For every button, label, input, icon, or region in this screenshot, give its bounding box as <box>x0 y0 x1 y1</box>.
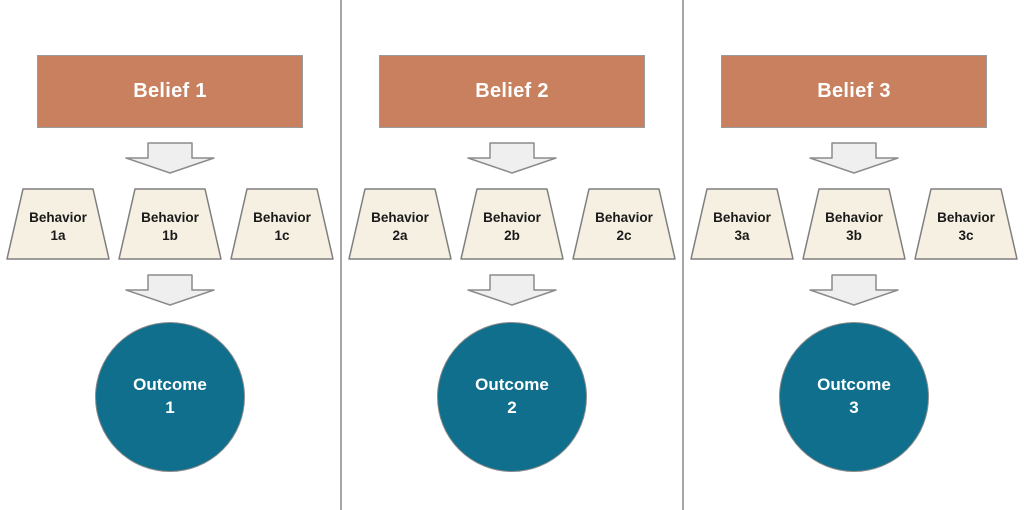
behavior-box-2b: Behavior 2b <box>460 187 564 261</box>
behavior-label: Behavior 3a <box>713 210 771 243</box>
belief-box-3: Belief 3 <box>721 55 987 128</box>
down-arrow-icon <box>125 142 215 174</box>
belief-column-1: Belief 1 Behavior 1a Behavior 1b <box>0 0 340 510</box>
trapezoid-shape <box>348 188 452 260</box>
trapezoid-shape <box>802 188 906 260</box>
outcome-number: 2 <box>507 398 517 417</box>
belief-column-3: Belief 3 Behavior 3a Behavior 3b <box>684 0 1024 510</box>
outcome-circle-1: Outcome 1 <box>95 322 245 472</box>
behavior-label: Behavior 3c <box>937 210 995 243</box>
outcome-number: 1 <box>165 398 175 417</box>
trapezoid-shape <box>6 188 110 260</box>
behavior-row: Behavior 3a Behavior 3b Behavior 3c <box>690 187 1018 261</box>
outcome-label: Outcome <box>817 375 891 395</box>
trapezoid-shape <box>460 188 564 260</box>
behavior-label: Behavior 2a <box>371 210 429 243</box>
trapezoid-shape <box>572 188 676 260</box>
trapezoid-shape <box>230 188 334 260</box>
behavior-row: Behavior 1a Behavior 1b Behavior 1c <box>6 187 334 261</box>
outcome-label: Outcome <box>475 375 549 395</box>
behavior-box-2a: Behavior 2a <box>348 187 452 261</box>
behavior-label: Behavior 3b <box>825 210 883 243</box>
behavior-row: Behavior 2a Behavior 2b Behavior 2c <box>348 187 676 261</box>
trapezoid-shape <box>690 188 794 260</box>
behavior-label: Behavior 2b <box>483 210 541 243</box>
outcome-label: Outcome <box>133 375 207 395</box>
behavior-box-1b: Behavior 1b <box>118 187 222 261</box>
belief-box-2: Belief 2 <box>379 55 645 128</box>
outcome-circle-2: Outcome 2 <box>437 322 587 472</box>
down-arrow-icon <box>809 274 899 306</box>
down-arrow-icon <box>467 274 557 306</box>
belief-column-2: Belief 2 Behavior 2a Behavior 2b <box>342 0 682 510</box>
behavior-box-1c: Behavior 1c <box>230 187 334 261</box>
behavior-box-3a: Behavior 3a <box>690 187 794 261</box>
behavior-box-3c: Behavior 3c <box>914 187 1018 261</box>
behavior-label: Behavior 1b <box>141 210 199 243</box>
belief-label: Belief 1 <box>133 80 207 102</box>
behavior-label: Behavior 2c <box>595 210 653 243</box>
outcome-number: 3 <box>849 398 859 417</box>
behavior-box-1a: Behavior 1a <box>6 187 110 261</box>
belief-label: Belief 3 <box>817 80 891 102</box>
behavior-label: Behavior 1a <box>29 210 87 243</box>
down-arrow-icon <box>809 142 899 174</box>
belief-box-1: Belief 1 <box>37 55 303 128</box>
down-arrow-icon <box>467 142 557 174</box>
column-divider <box>682 0 684 510</box>
column-divider <box>340 0 342 510</box>
outcome-circle-3: Outcome 3 <box>779 322 929 472</box>
down-arrow-icon <box>125 274 215 306</box>
behavior-box-3b: Behavior 3b <box>802 187 906 261</box>
behavior-label: Behavior 1c <box>253 210 311 243</box>
behavior-box-2c: Behavior 2c <box>572 187 676 261</box>
trapezoid-shape <box>118 188 222 260</box>
belief-label: Belief 2 <box>475 80 549 102</box>
trapezoid-shape <box>914 188 1018 260</box>
